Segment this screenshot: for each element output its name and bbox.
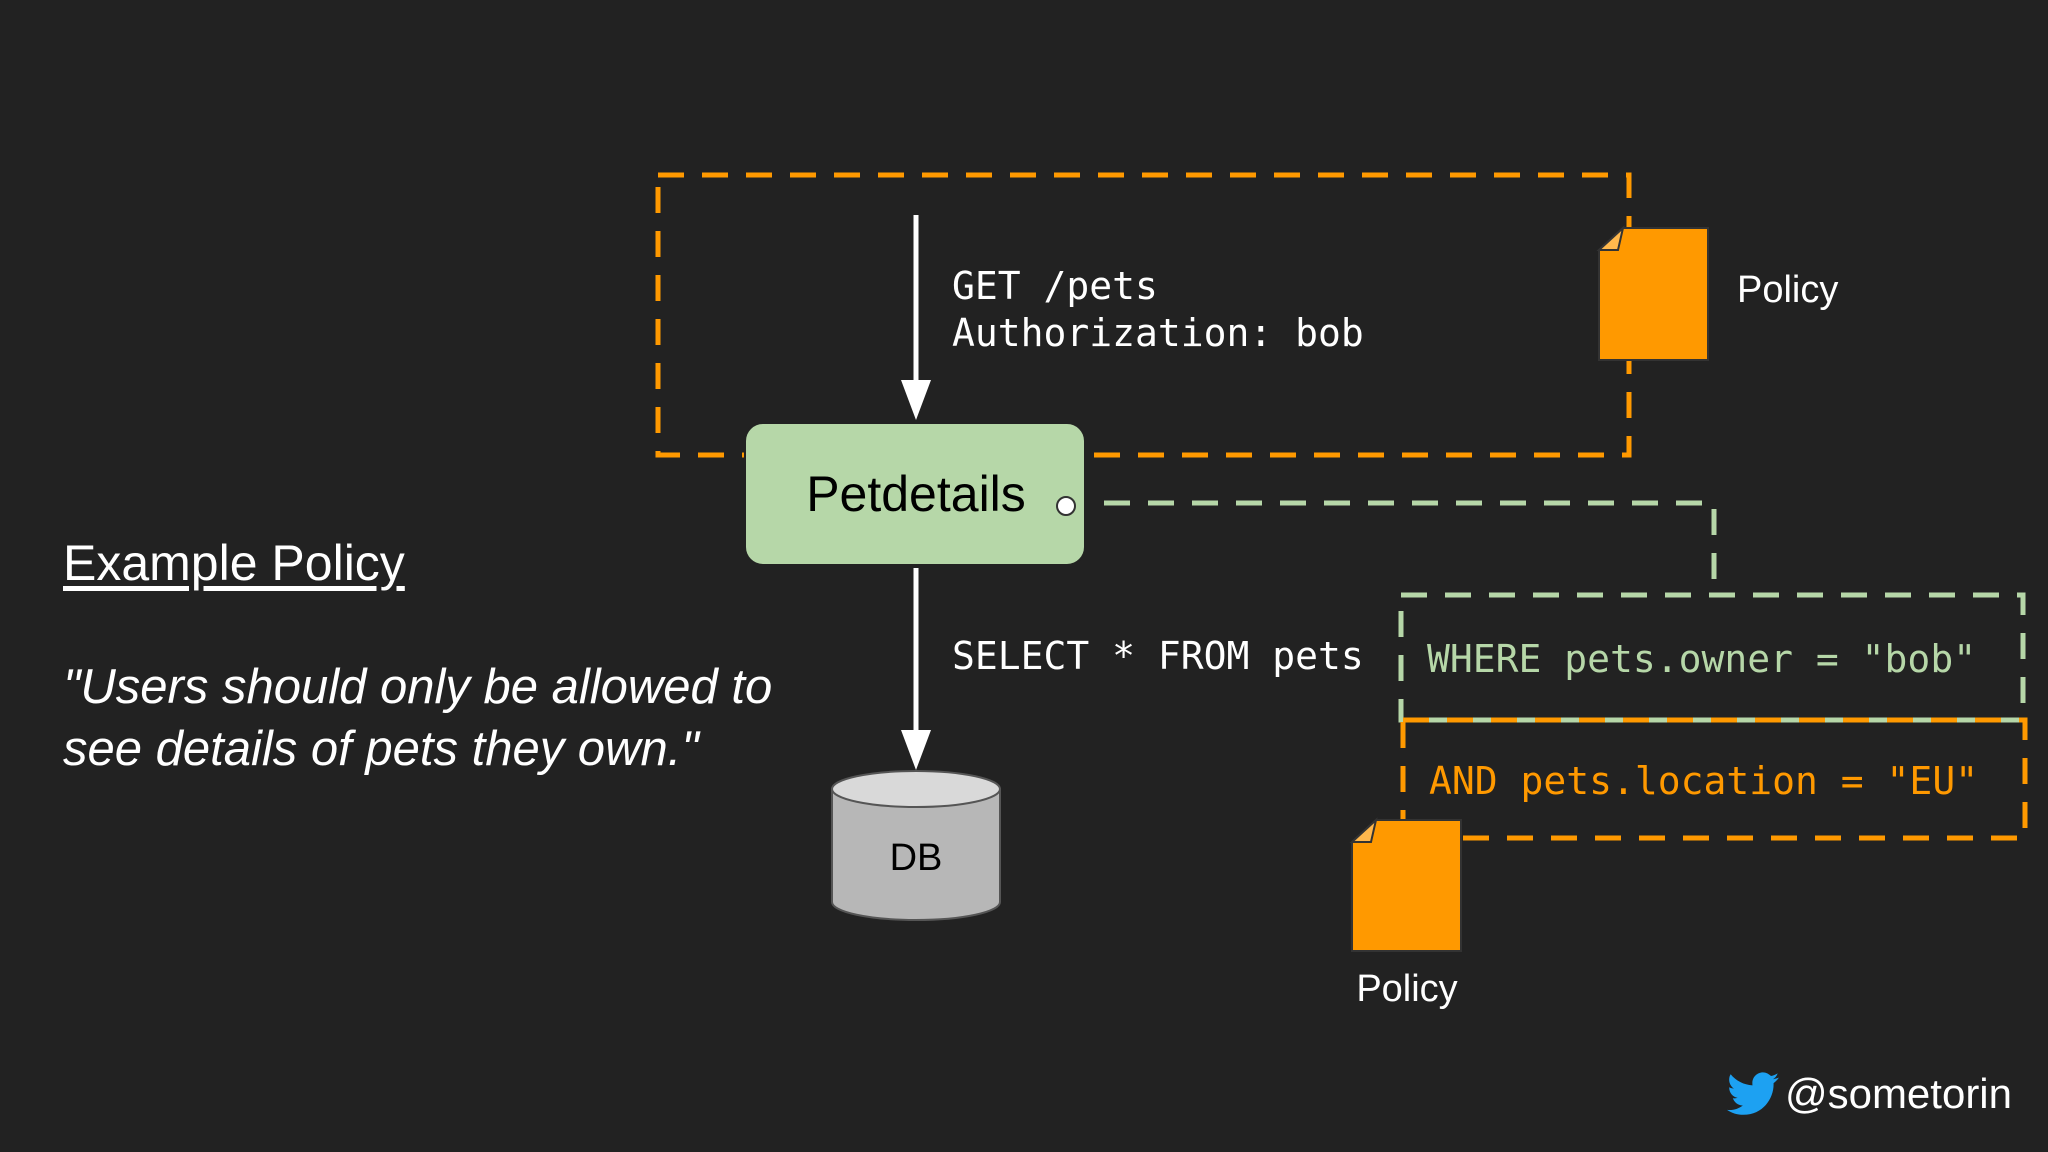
- database-icon: [831, 770, 1001, 921]
- social-handle[interactable]: @sometorin: [1726, 1070, 2012, 1118]
- handle-text: @sometorin: [1784, 1070, 2012, 1117]
- policy-label-bottom: Policy: [1356, 968, 1457, 1010]
- request-line-1: GET /pets: [952, 264, 1158, 308]
- petdetails-service-label: Petdetails: [806, 466, 1026, 522]
- where-clause-text: WHERE pets.owner = "bob": [1427, 637, 1976, 681]
- request-line-2: Authorization: bob: [952, 311, 1364, 355]
- twitter-bird-icon: [1726, 1072, 1779, 1115]
- database-label: DB: [890, 837, 943, 879]
- and-clause-box: [1400, 717, 2028, 841]
- policy-document-icon: [1349, 817, 1462, 952]
- policy-quote: "Users should only be allowed to see det…: [63, 660, 773, 776]
- petdetails-service-box: [744, 422, 1086, 566]
- service-query-connector: [1104, 500, 1717, 595]
- policy-document-icon: [1596, 225, 1709, 361]
- request-arrowhead: [901, 380, 931, 420]
- page-heading: Example Policy: [63, 535, 405, 591]
- policy-label-top: Policy: [1737, 269, 1838, 311]
- select-statement: SELECT * FROM pets: [952, 634, 1364, 678]
- and-clause-text: AND pets.location = "EU": [1429, 759, 1978, 803]
- query-arrowhead: [901, 730, 931, 770]
- service-port-icon: [1056, 496, 1076, 516]
